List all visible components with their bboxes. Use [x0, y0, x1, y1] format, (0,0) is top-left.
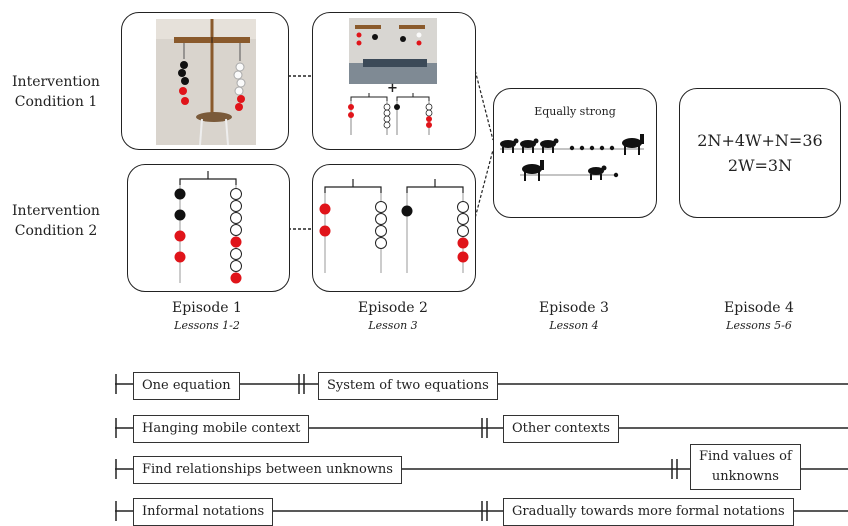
episode-3-lessons: Lesson 4 — [549, 319, 599, 332]
panel-episode1-condition1 — [121, 12, 289, 150]
episode-3-title: Episode 3 — [539, 300, 609, 316]
timeline-1-box-one-equation: One equation — [133, 372, 240, 400]
row-label-condition-1: Intervention Condition 1 — [6, 72, 106, 112]
timeline-2-box-hanging-mobile-context: Hanging mobile context — [133, 415, 310, 443]
timeline-2-box-other-contexts: Other contexts — [503, 415, 619, 443]
connector-ep2-ep3-top — [473, 65, 494, 141]
panel-episode2-condition1: + — [312, 12, 476, 150]
timeline-4-box-formal-notations: Gradually towards more formal notations — [503, 498, 794, 526]
timeline-1-box-system-of-two-equations: System of two equations — [318, 372, 498, 400]
bead-mobile-diagram — [174, 171, 242, 284]
animals-balance-illustration — [500, 134, 644, 181]
two-bead-mobiles-diagram — [319, 179, 469, 273]
timeline-3-box-find-values: Find values of unknowns — [690, 444, 801, 490]
row-label-line: Condition 2 — [14, 223, 98, 239]
panel-episode2-condition2 — [312, 164, 476, 292]
two-mobiles-photo-and-diagram — [348, 18, 437, 135]
plus-sign: + — [387, 81, 398, 96]
equation-1: 2N+4W+N=36 — [697, 131, 823, 150]
timeline-3-box-find-values-line1: Find values of — [699, 449, 792, 464]
panel-episode4: 2N+4W+N=36 2W=3N — [679, 88, 841, 218]
timeline-4-box-informal-notations: Informal notations — [133, 498, 274, 526]
timeline-3-box-find-values-line2: unknowns — [711, 469, 779, 484]
episode-2-lessons: Lesson 3 — [368, 319, 418, 332]
equation-2: 2W=3N — [727, 156, 793, 175]
connector-ep2-ep3-bottom — [473, 149, 494, 223]
episode-1-title: Episode 1 — [172, 300, 242, 316]
panel-episode1-condition2 — [127, 164, 290, 292]
row-label-line: Intervention — [12, 203, 100, 219]
panel-episode3: Equally strong — [493, 88, 657, 218]
episode3-caption: Equally strong — [534, 105, 616, 118]
timeline-3-box-find-relationships: Find relationships between unknowns — [133, 456, 402, 484]
episode-2-title: Episode 2 — [358, 300, 428, 316]
episode-4-lessons: Lessons 5-6 — [726, 319, 792, 332]
row-label-line: Condition 1 — [14, 94, 98, 110]
row-label-condition-2: Intervention Condition 2 — [6, 201, 106, 241]
episode-1-lessons: Lessons 1-2 — [174, 319, 240, 332]
episode-4-title: Episode 4 — [724, 300, 794, 316]
mobile-photo — [156, 19, 256, 146]
row-label-line: Intervention — [12, 74, 100, 90]
